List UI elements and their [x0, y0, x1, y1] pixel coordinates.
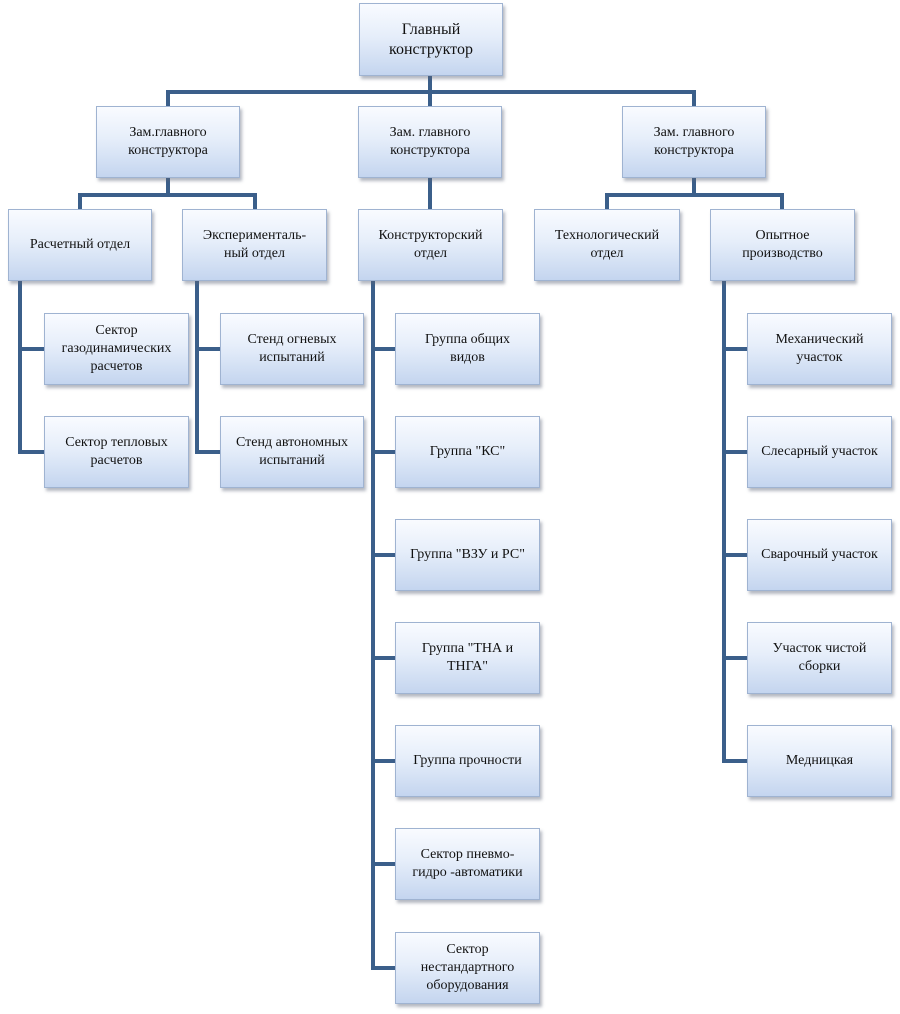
general-views-group-box: Группа общих видов: [395, 313, 540, 385]
thermal-calc-sector-box: Сектор тепловых расчетов: [44, 416, 189, 488]
gas-dynamic-calc-sector-box: Сектор газодинамических расчетов: [44, 313, 189, 385]
tna-tnga-group-box: Группа "ТНА и ТНГА": [395, 622, 540, 694]
pilot-production-box: Опытное производство: [710, 209, 855, 281]
connector-pilot-units: [722, 279, 749, 763]
clean-assembly-section-box: Участок чистой сборки: [747, 622, 892, 694]
coppersmith-section-box: Медницкая: [747, 725, 892, 797]
chief-designer-box: Главный конструктор: [359, 3, 503, 76]
connector-deputy1-departments: [78, 176, 257, 211]
deputy-chief-designer-3-box: Зам. главного конструктора: [622, 106, 766, 178]
connector-deputy3-departments: [605, 176, 784, 211]
mechanical-section-box: Механический участок: [747, 313, 892, 385]
deputy-chief-designer-1-box: Зам.главного конструктора: [96, 106, 240, 178]
connector-experimental-units: [195, 279, 222, 454]
deputy-chief-designer-2-box: Зам. главного конструктора: [358, 106, 502, 178]
strength-group-box: Группа прочности: [395, 725, 540, 797]
experimental-department-box: Эксперименталь- ный отдел: [182, 209, 327, 281]
fitting-section-box: Слесарный участок: [747, 416, 892, 488]
vzu-rs-group-box: Группа "ВЗУ и РС": [395, 519, 540, 591]
connector-design-units: [371, 279, 397, 970]
fire-test-stand-box: Стенд огневых испытаний: [220, 313, 364, 385]
connector-calc-units: [18, 279, 46, 454]
design-department-box: Конструкторский отдел: [358, 209, 503, 281]
technology-department-box: Технологический отдел: [534, 209, 680, 281]
pneumo-hydro-automation-sector-box: Сектор пневмо- гидро -автоматики: [395, 828, 540, 900]
ks-group-box: Группа "КС": [395, 416, 540, 488]
welding-section-box: Сварочный участок: [747, 519, 892, 591]
nonstandard-equipment-sector-box: Сектор нестандартного оборудования: [395, 932, 540, 1004]
autonomous-test-stand-box: Стенд автономных испытаний: [220, 416, 364, 488]
calc-department-box: Расчетный отдел: [8, 209, 152, 281]
connector-chief-deputies: [166, 74, 696, 108]
